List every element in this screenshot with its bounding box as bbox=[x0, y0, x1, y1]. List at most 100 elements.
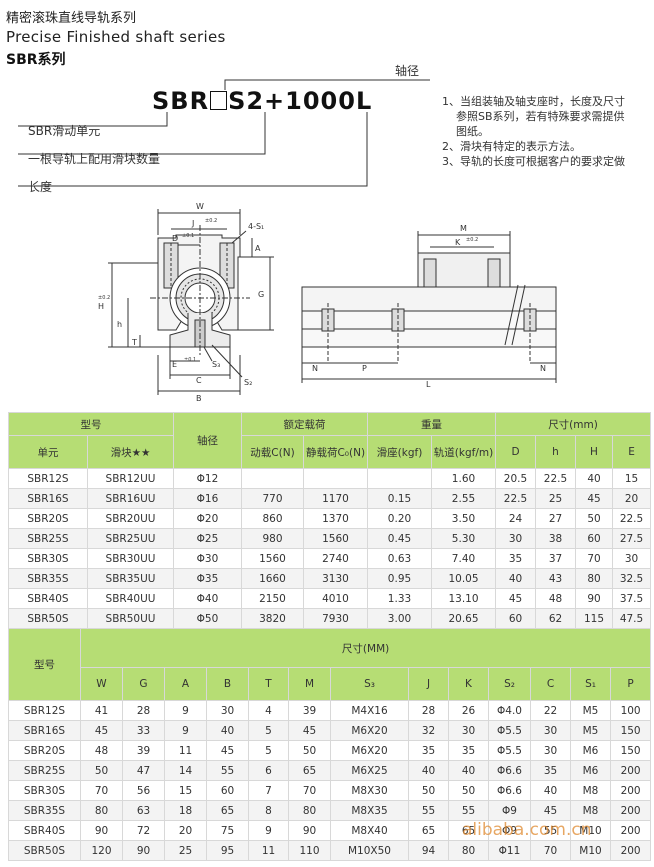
table-cell: 90 bbox=[122, 840, 165, 861]
table-cell: 22 bbox=[530, 700, 571, 721]
table-cell: 3.50 bbox=[431, 508, 496, 529]
table-cell: M5 bbox=[570, 720, 611, 741]
column-header: J bbox=[408, 667, 449, 701]
table-subheader-row: 单元 滑块★★ 动载C(N) 静载荷C₀(N) 滑座(kgf) 轨道(kgf/m… bbox=[8, 435, 652, 469]
table-cell: 60 bbox=[495, 608, 536, 629]
table-cell: 45 bbox=[495, 588, 536, 609]
table-cell: SBR25S bbox=[8, 760, 81, 781]
table-cell: M10X50 bbox=[330, 840, 409, 861]
table-cell: 95 bbox=[206, 840, 249, 861]
table-cell: 55 bbox=[448, 800, 489, 821]
table-cell: 48 bbox=[80, 740, 123, 761]
dim-S1-holes: 4-S₁ bbox=[248, 222, 264, 231]
table-cell: Φ6.6 bbox=[488, 760, 531, 781]
table-cell: 30 bbox=[448, 720, 489, 741]
dim-T: T bbox=[131, 338, 137, 347]
table-cell: 43 bbox=[535, 568, 576, 589]
table-cell: Φ9 bbox=[488, 800, 531, 821]
table-cell: M8X30 bbox=[330, 780, 409, 801]
table-cell: 35 bbox=[408, 740, 449, 761]
table-cell: SBR20S bbox=[8, 508, 88, 529]
table-cell: 32.5 bbox=[611, 568, 652, 589]
title-english: Precise Finished shaft series bbox=[6, 28, 226, 46]
table-cell: 65 bbox=[206, 800, 249, 821]
subheader: h bbox=[535, 435, 576, 469]
table-cell: Φ35 bbox=[173, 568, 242, 589]
table-cell: 6 bbox=[248, 760, 289, 781]
table-cell: 7.40 bbox=[431, 548, 496, 569]
dim-M: M bbox=[460, 224, 467, 233]
table-cell: Φ50 bbox=[173, 608, 242, 629]
table-cell: Φ9 bbox=[488, 820, 531, 841]
column-header: C bbox=[530, 667, 571, 701]
table-cell: Φ5.5 bbox=[488, 740, 531, 761]
table-cell: 0.20 bbox=[367, 508, 432, 529]
subheader: 动载C(N) bbox=[241, 435, 304, 469]
table-cell: 65 bbox=[288, 760, 331, 781]
dim-L: L bbox=[426, 380, 431, 389]
table-cell: 980 bbox=[241, 528, 304, 549]
table-cell: 15 bbox=[164, 780, 207, 801]
table-cell: 50 bbox=[575, 508, 613, 529]
table-cell: 35 bbox=[495, 548, 536, 569]
table-cell: M4X16 bbox=[330, 700, 409, 721]
table-cell: 200 bbox=[609, 760, 652, 781]
table-cell: SBR35S bbox=[8, 568, 88, 589]
table-cell: SBR12S bbox=[8, 468, 88, 489]
table-cell: 90 bbox=[288, 820, 331, 841]
table-cell: 45 bbox=[575, 488, 613, 509]
column-header: A bbox=[164, 667, 207, 701]
table-cell: 5 bbox=[248, 720, 289, 741]
table-cell: 14 bbox=[164, 760, 207, 781]
table-cell: M6 bbox=[570, 760, 611, 781]
column-header: P bbox=[609, 667, 652, 701]
column-header: S₃ bbox=[330, 667, 409, 701]
dim-E: E bbox=[172, 360, 177, 369]
table-cell: 30 bbox=[530, 740, 571, 761]
table-cell: SBR40UU bbox=[87, 588, 174, 609]
header-model: 型号 bbox=[8, 628, 81, 701]
dim-K-tol: ±0.2 bbox=[466, 237, 478, 243]
column-header: M bbox=[288, 667, 331, 701]
table-cell: 150 bbox=[609, 720, 652, 741]
subheader: 滑座(kgf) bbox=[367, 435, 432, 469]
label-shaft-dia: 轴径 bbox=[395, 64, 420, 78]
table-cell: SBR30UU bbox=[87, 548, 174, 569]
table-cell: 2740 bbox=[303, 548, 368, 569]
table-cell: 22.5 bbox=[611, 508, 652, 529]
header-dimensions: 尺寸(MM) bbox=[79, 628, 652, 668]
dim-A: A bbox=[255, 244, 261, 253]
table-cell: 27 bbox=[535, 508, 576, 529]
table-cell: 50 bbox=[448, 780, 489, 801]
table-cell: 38 bbox=[535, 528, 576, 549]
table-cell: 55 bbox=[206, 760, 249, 781]
title-chinese: 精密滚珠直线导轨系列 bbox=[6, 11, 137, 26]
table-cell: Φ6.6 bbox=[488, 780, 531, 801]
table-cell: 1.33 bbox=[367, 588, 432, 609]
table-cell: 1560 bbox=[241, 548, 304, 569]
column-header: G bbox=[122, 667, 165, 701]
table-cell: 90 bbox=[575, 588, 613, 609]
table-cell: 40 bbox=[408, 760, 449, 781]
table-cell: 200 bbox=[609, 780, 652, 801]
table-cell: SBR16S bbox=[8, 720, 81, 741]
table-cell: 8 bbox=[248, 800, 289, 821]
table-cell: SBR16UU bbox=[87, 488, 174, 509]
table-cell: 40 bbox=[206, 720, 249, 741]
table-cell: 18 bbox=[164, 800, 207, 821]
table-cell: 80 bbox=[80, 800, 123, 821]
subheader: H bbox=[575, 435, 613, 469]
table-cell: 13.10 bbox=[431, 588, 496, 609]
code-prefix: SBR bbox=[152, 87, 210, 115]
table-cell: 1.60 bbox=[431, 468, 496, 489]
label-block-count: 一根导轨上配用滑块数量 bbox=[28, 152, 161, 166]
table-cell: 62 bbox=[535, 608, 576, 629]
table-cell: 70 bbox=[530, 840, 571, 861]
table-cell: 90 bbox=[80, 820, 123, 841]
table-cell: 70 bbox=[80, 780, 123, 801]
